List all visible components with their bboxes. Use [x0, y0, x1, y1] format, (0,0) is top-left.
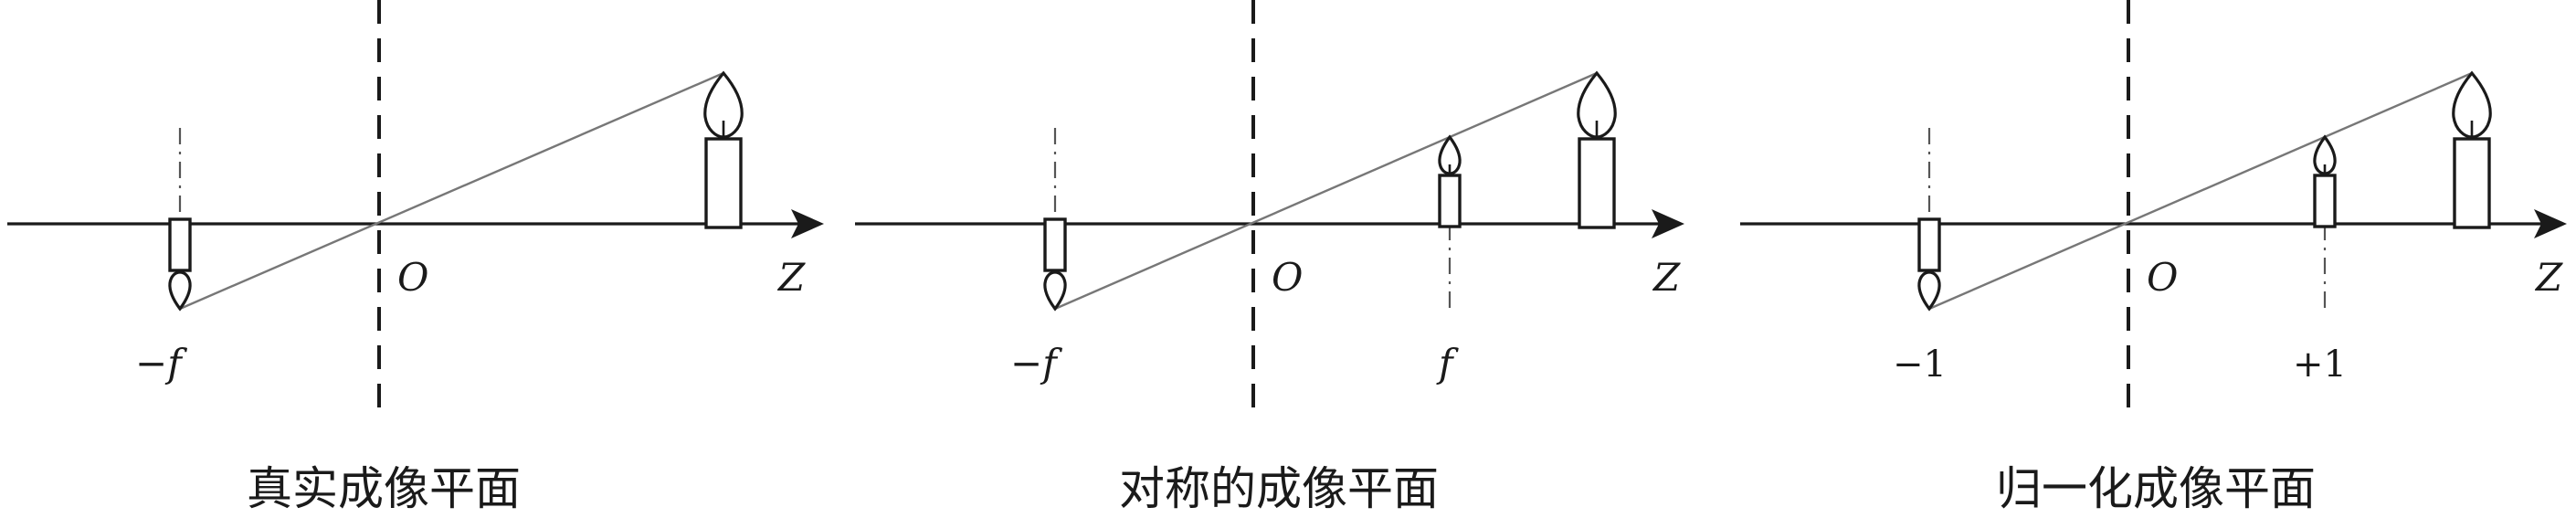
inverted-candle-icon — [168, 217, 192, 311]
axis-arrowhead-icon — [2534, 209, 2567, 238]
axis-arrowhead-icon — [791, 209, 824, 238]
origin-label: O — [397, 255, 428, 300]
inverted-candle-icon — [1917, 217, 1941, 311]
image-plane-label: −f — [135, 341, 187, 386]
panel-symmetric-image-plane: O Z −f f 对称的成像平面 — [855, 0, 1684, 515]
image-plane-label: −1 — [1893, 344, 1947, 386]
virtual-plane-label: f — [1436, 341, 1459, 386]
axis-arrowhead-icon — [1652, 209, 1684, 238]
axis-label: Z — [1652, 255, 1681, 300]
panel-caption: 真实成像平面 — [247, 462, 521, 515]
candle-icon — [703, 71, 744, 229]
projection-ray — [179, 71, 724, 311]
axis-label: Z — [776, 255, 806, 300]
panel-normalized-image-plane: O Z −1 +1 归一化成像平面 — [1740, 0, 2567, 515]
candle-icon — [1577, 71, 1617, 229]
origin-label: O — [1272, 255, 1303, 300]
origin-label: O — [2147, 255, 2178, 300]
panel-caption: 对称的成像平面 — [1119, 462, 1439, 515]
inverted-candle-icon — [1043, 217, 1067, 311]
panel-caption: 归一化成像平面 — [1996, 462, 2316, 515]
axis-label: Z — [2534, 255, 2563, 300]
small-candle-icon — [1438, 135, 1462, 228]
panel-real-image-plane: O Z −f 真实成像平面 — [7, 0, 824, 515]
projection-ray — [1928, 71, 2473, 311]
virtual-plane-label: +1 — [2293, 344, 2347, 386]
projection-ray — [1054, 71, 1598, 311]
small-candle-icon — [2313, 135, 2337, 228]
candle-icon — [2452, 71, 2492, 229]
image-plane-label: −f — [1010, 341, 1062, 386]
